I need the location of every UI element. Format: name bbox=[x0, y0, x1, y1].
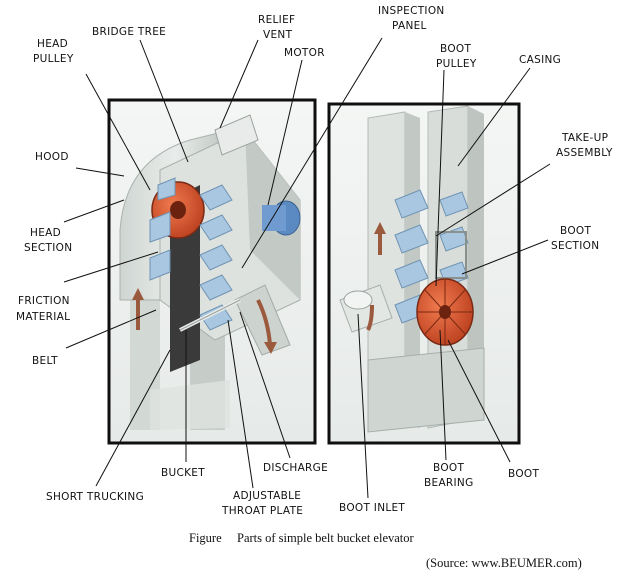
label-boot: BOOT bbox=[508, 468, 539, 480]
part-labels: HEAD PULLEY BRIDGE TREE RELIEF VENT MOTO… bbox=[16, 5, 613, 517]
label-boot-section: BOOT SECTION bbox=[551, 225, 599, 252]
head-section-illustration bbox=[107, 98, 317, 445]
label-head-section: HEAD SECTION bbox=[24, 227, 72, 254]
label-motor: MOTOR bbox=[284, 47, 325, 59]
label-take-up-assembly: TAKE-UP ASSEMBLY bbox=[556, 132, 613, 159]
label-inspection-panel: INSPECTION PANEL bbox=[378, 5, 448, 32]
caption-title: Parts of simple belt bucket elevator bbox=[237, 531, 415, 545]
label-relief-vent: RELIEF VENT bbox=[258, 14, 299, 41]
leader-lines bbox=[63, 37, 551, 499]
label-short-trucking: SHORT TRUCKING bbox=[46, 491, 144, 503]
label-friction-material: FRICTION MATERIAL bbox=[16, 295, 73, 323]
label-head-pulley: HEAD PULLEY bbox=[33, 38, 74, 65]
label-discharge: DISCHARGE bbox=[263, 462, 328, 474]
figure-caption: Figure Parts of simple belt bucket eleva… bbox=[189, 531, 582, 570]
boot-section-illustration bbox=[327, 102, 521, 445]
label-boot-inlet: BOOT INLET bbox=[339, 502, 405, 514]
label-adjustable-throat-plate: ADJUSTABLE THROAT PLATE bbox=[221, 490, 305, 517]
label-boot-pulley: BOOT PULLEY bbox=[436, 43, 477, 70]
label-hood: HOOD bbox=[35, 151, 69, 163]
label-boot-bearing: BOOT BEARING bbox=[424, 462, 474, 489]
label-bucket: BUCKET bbox=[161, 467, 205, 479]
label-belt: BELT bbox=[32, 355, 58, 367]
caption-source: (Source: www.BEUMER.com) bbox=[426, 556, 582, 570]
label-bridge-tree: BRIDGE TREE bbox=[92, 26, 166, 38]
caption-figure-word: Figure bbox=[189, 531, 222, 545]
label-casing: CASING bbox=[519, 54, 561, 66]
